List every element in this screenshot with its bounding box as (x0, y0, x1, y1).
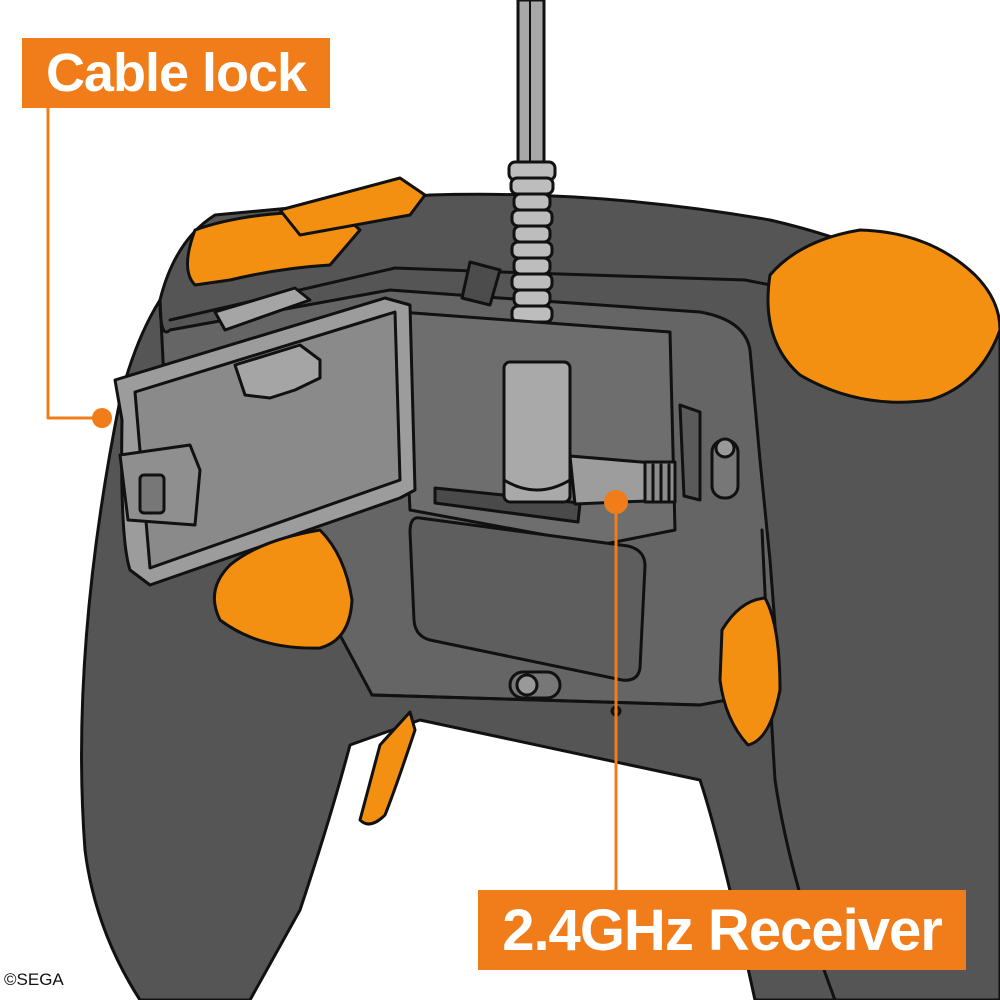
cable-lock-leader (46, 106, 104, 420)
usb-cable (507, 0, 557, 364)
callout-leaders (46, 106, 628, 892)
right-grip-button (718, 596, 782, 747)
cable-lock-dot (92, 408, 112, 428)
usb-plug (502, 360, 572, 504)
cable-lock-label: Cable lock (22, 38, 330, 108)
orange-buttons (186, 176, 1000, 826)
right-shoulder-button (766, 228, 1000, 404)
left-grip-button (212, 528, 354, 650)
receiver-label: 2.4GHz Receiver (478, 890, 966, 970)
copyright-notice: ©SEGA (4, 970, 64, 989)
receiver-dot (604, 490, 628, 514)
left-lower-grip-accent (358, 710, 417, 826)
left-shoulder-top (278, 176, 427, 237)
wireless-receiver (568, 454, 677, 506)
cable-lock-door (113, 286, 417, 587)
